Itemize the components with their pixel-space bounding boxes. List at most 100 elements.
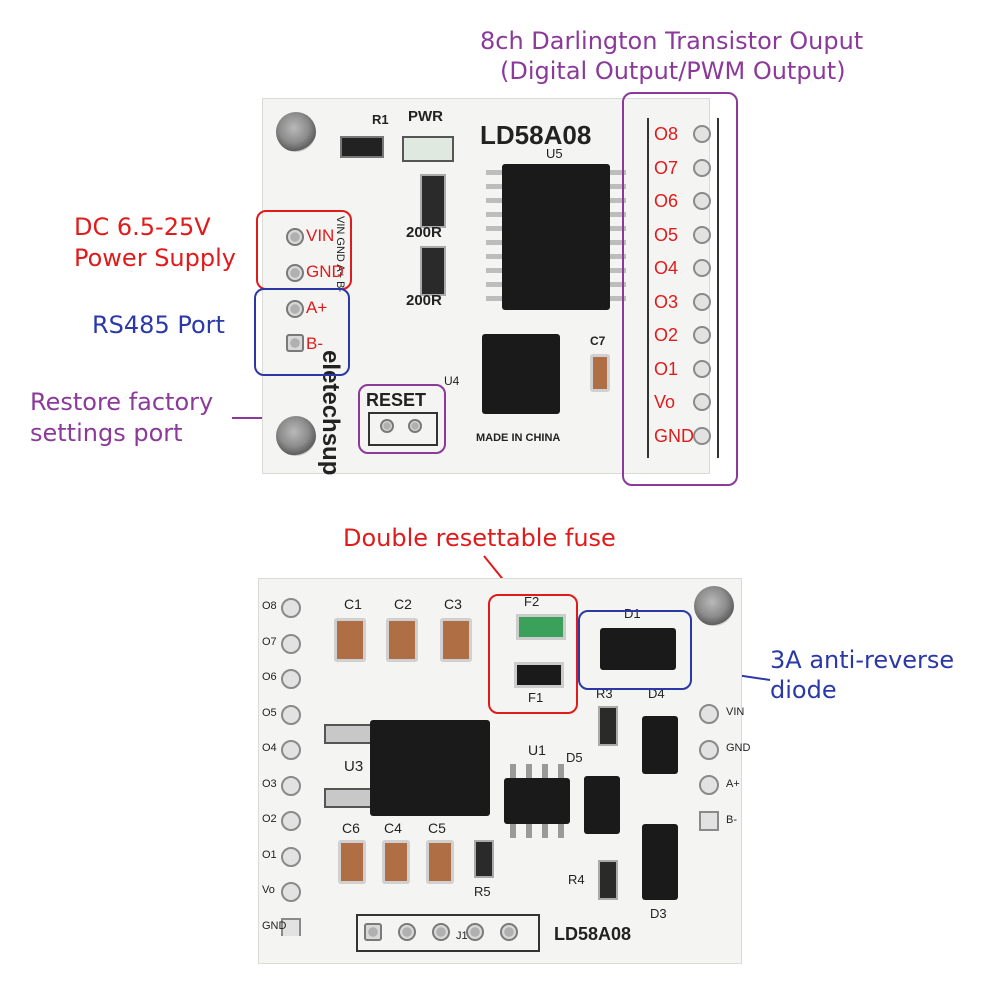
- reset-pin: [408, 419, 422, 433]
- fuse-highlight-frame: [488, 594, 578, 714]
- c7-label: C7: [590, 334, 606, 348]
- mount-hole: [276, 112, 316, 152]
- output-label: Vo: [654, 392, 676, 412]
- pwr-led: [402, 136, 454, 162]
- fuse-label: Double resettable fuse: [343, 524, 616, 552]
- power-label-line1: DC 6.5-25V: [74, 213, 211, 241]
- res-200r-a-label: 200R: [406, 224, 442, 241]
- u3-regulator: [370, 720, 490, 816]
- pin-label: GND: [726, 742, 751, 754]
- capacitor: [440, 618, 472, 662]
- diode-d5: [584, 776, 620, 834]
- r1-resistor: [340, 136, 384, 158]
- capacitor: [426, 840, 454, 884]
- output-label: O7: [654, 157, 679, 178]
- cap-label: C2: [394, 596, 412, 612]
- j1-label: J1: [456, 930, 468, 942]
- output-label: O5: [654, 224, 679, 245]
- output-label: O4: [654, 258, 679, 278]
- gnd-pad: [286, 264, 304, 282]
- bottom-board: C1 C2 C3 U3 C6 C4 C5 R5 F2 F1 D1 U1 R3 D…: [258, 578, 742, 964]
- output-label: GND: [654, 425, 694, 446]
- restore-label-line1: Restore factory: [30, 388, 214, 416]
- output-label: O6: [654, 191, 679, 211]
- res-200r-b-label: 200R: [406, 292, 442, 309]
- j1-header[interactable]: [356, 914, 540, 952]
- cap-label: C3: [444, 596, 462, 612]
- diode-d1: [600, 628, 676, 670]
- vin-label: VIN: [306, 226, 335, 245]
- top-model-label: LD58A08: [480, 120, 592, 150]
- d5-label: D5: [566, 750, 583, 765]
- u5-pins: [486, 170, 626, 301]
- u1-pins: [510, 764, 564, 838]
- output-label: O2: [654, 325, 679, 345]
- output-highlight-frame: [622, 92, 738, 486]
- c7-capacitor: [590, 354, 610, 392]
- pin-label: O5: [262, 706, 277, 719]
- pin-label: O6: [262, 671, 277, 683]
- u1-label: U1: [528, 742, 546, 758]
- f1-label: F1: [528, 690, 544, 705]
- f2-label: F2: [524, 594, 540, 609]
- output-label: O1: [654, 358, 679, 379]
- j1-pin: [466, 923, 484, 941]
- u4-chip: [482, 334, 560, 414]
- vin-pad: [286, 228, 304, 246]
- diode-d3: [642, 824, 678, 900]
- power-highlight-frame: [256, 210, 352, 290]
- mount-hole: [276, 416, 316, 456]
- capacitor: [386, 618, 418, 662]
- output-title-line1: 8ch Darlington Transistor Ouput: [480, 27, 864, 55]
- bottom-right-labels: VIN GND A+ B-: [726, 706, 750, 850]
- u4-label: U4: [444, 374, 460, 388]
- pin-label: VIN: [726, 706, 745, 718]
- pin-label: O2: [262, 813, 277, 825]
- b-minus-pad: [286, 334, 304, 352]
- capacitor: [338, 840, 366, 884]
- d1-label: D1: [624, 606, 641, 621]
- j1-pin: [432, 923, 450, 941]
- diode-label-line1: 3A anti-reverse: [770, 646, 955, 674]
- r5-resistor: [474, 840, 494, 878]
- u5-chip: [502, 164, 610, 310]
- pin-label: O4: [262, 742, 277, 754]
- diode-label-line2: diode: [770, 676, 837, 704]
- u1-chip: [504, 778, 570, 824]
- restore-label-line2: settings port: [30, 419, 183, 447]
- output-title-line2: (Digital Output/PWM Output): [500, 57, 846, 85]
- made-in-label: MADE IN CHINA: [476, 432, 561, 444]
- reset-header[interactable]: [368, 412, 438, 446]
- b-minus-label: B-: [306, 334, 323, 353]
- pin-label: A+: [726, 778, 740, 790]
- j1-pin: [364, 923, 382, 941]
- d3-label: D3: [650, 906, 667, 921]
- r4-label: R4: [568, 872, 585, 887]
- capacitor: [334, 618, 366, 662]
- output-label-column: O8 O7 O6 O5 O4 O3 O2 O1 Vo GND: [654, 124, 694, 459]
- r1-label: R1: [372, 112, 389, 127]
- bottom-model-label: LD58A08: [554, 924, 632, 944]
- u3-tab: [324, 724, 372, 744]
- top-board: R1 PWR LD58A08 U5 200R 200R eletechsup V…: [262, 98, 710, 475]
- cap-label: C5: [428, 820, 446, 836]
- power-label-line2: Power Supply: [74, 244, 236, 272]
- pin-label: O7: [262, 635, 277, 648]
- u3-label: U3: [344, 758, 364, 775]
- rs485-highlight-frame: [254, 288, 350, 376]
- output-label: O8: [654, 124, 679, 144]
- pin-label: Vo: [262, 884, 275, 896]
- resistor-200r-b: [420, 246, 446, 296]
- pwr-label: PWR: [408, 108, 443, 125]
- pin-label: O1: [262, 848, 277, 861]
- j1-pin: [500, 923, 518, 941]
- reset-highlight-frame: [358, 384, 446, 454]
- a-plus-pad: [286, 300, 304, 318]
- j1-pin: [398, 923, 416, 941]
- fuse-f2: [516, 614, 566, 640]
- pin-label: O8: [262, 600, 277, 612]
- capacitor: [382, 840, 410, 884]
- mount-hole: [694, 586, 734, 626]
- pin-label: B-: [726, 814, 737, 826]
- output-pad-column: [647, 118, 719, 458]
